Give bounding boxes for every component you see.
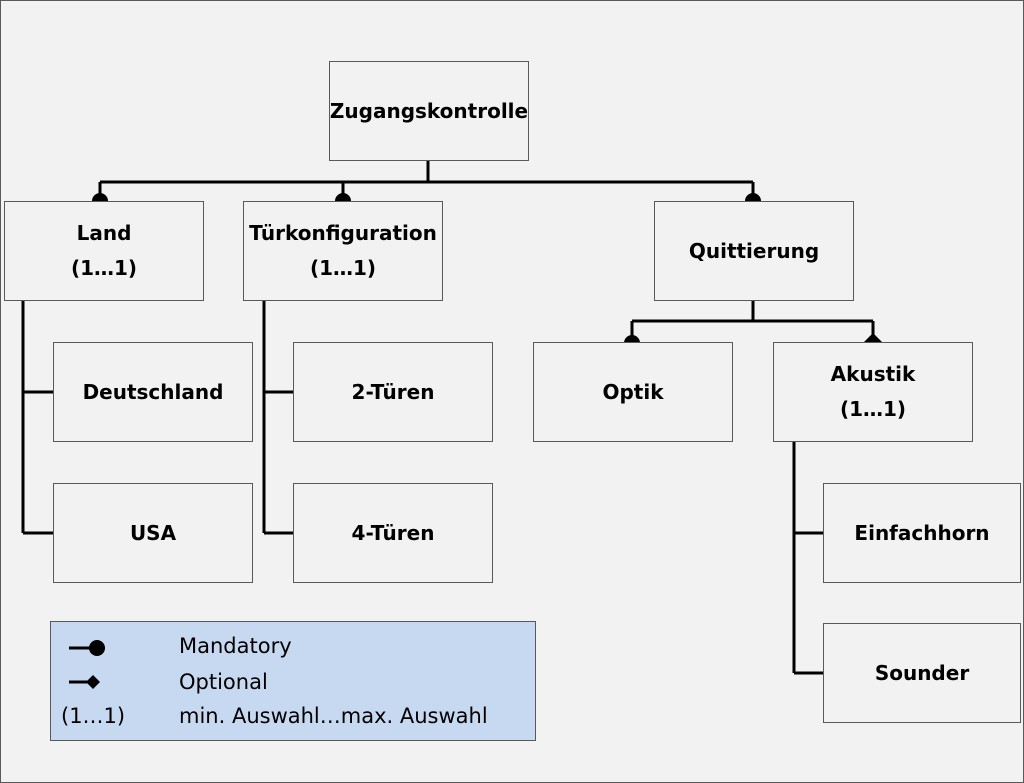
feature-node-usa: USA — [53, 483, 253, 583]
feature-label: Zugangskontrolle — [329, 98, 529, 123]
feature-node-quittierung: Quittierung — [654, 201, 854, 301]
cardinality-symbol: (1…1) — [61, 704, 126, 728]
feature-node-land: Land (1…1) — [4, 201, 204, 301]
feature-label: Deutschland — [82, 379, 224, 404]
feature-cardinality: (1…1) — [839, 397, 907, 421]
feature-label: Land — [76, 221, 132, 245]
feature-label: Quittierung — [688, 238, 820, 263]
legend-row-mandatory: Mandatory — [51, 630, 535, 666]
feature-node-2-tueren: 2-Türen — [293, 342, 493, 442]
feature-label: USA — [129, 520, 177, 545]
legend-label: min. Auswahl…max. Auswahl — [179, 704, 488, 728]
feature-node-zugangskontrolle: Zugangskontrolle — [329, 61, 529, 161]
legend-box: Mandatory Optional (1…1) min. Auswahl…ma… — [50, 621, 536, 741]
feature-node-akustik: Akustik (1…1) — [773, 342, 973, 442]
feature-label: Einfachhorn — [854, 520, 990, 545]
feature-node-optik: Optik — [533, 342, 733, 442]
legend-row-cardinality: (1…1) min. Auswahl…max. Auswahl — [51, 700, 535, 736]
feature-cardinality: (1…1) — [70, 256, 138, 280]
feature-node-tuerkonfiguration: Türkonfiguration (1…1) — [243, 201, 443, 301]
legend-label: Mandatory — [179, 634, 292, 658]
feature-cardinality: (1…1) — [309, 256, 377, 280]
feature-node-deutschland: Deutschland — [53, 342, 253, 442]
feature-label: 2-Türen — [351, 379, 435, 404]
feature-node-sounder: Sounder — [823, 623, 1021, 723]
legend-label: Optional — [179, 670, 268, 694]
feature-label: 4-Türen — [351, 520, 435, 545]
feature-label: Optik — [602, 379, 664, 404]
legend-row-optional: Optional — [51, 666, 535, 702]
optional-symbol-icon — [69, 675, 100, 689]
feature-label: Sounder — [874, 660, 970, 685]
feature-node-einfachhorn: Einfachhorn — [823, 483, 1021, 583]
feature-label: Akustik — [830, 362, 916, 386]
feature-label: Türkonfiguration — [249, 221, 437, 245]
feature-node-4-tueren: 4-Türen — [293, 483, 493, 583]
mandatory-symbol-icon — [69, 640, 105, 656]
